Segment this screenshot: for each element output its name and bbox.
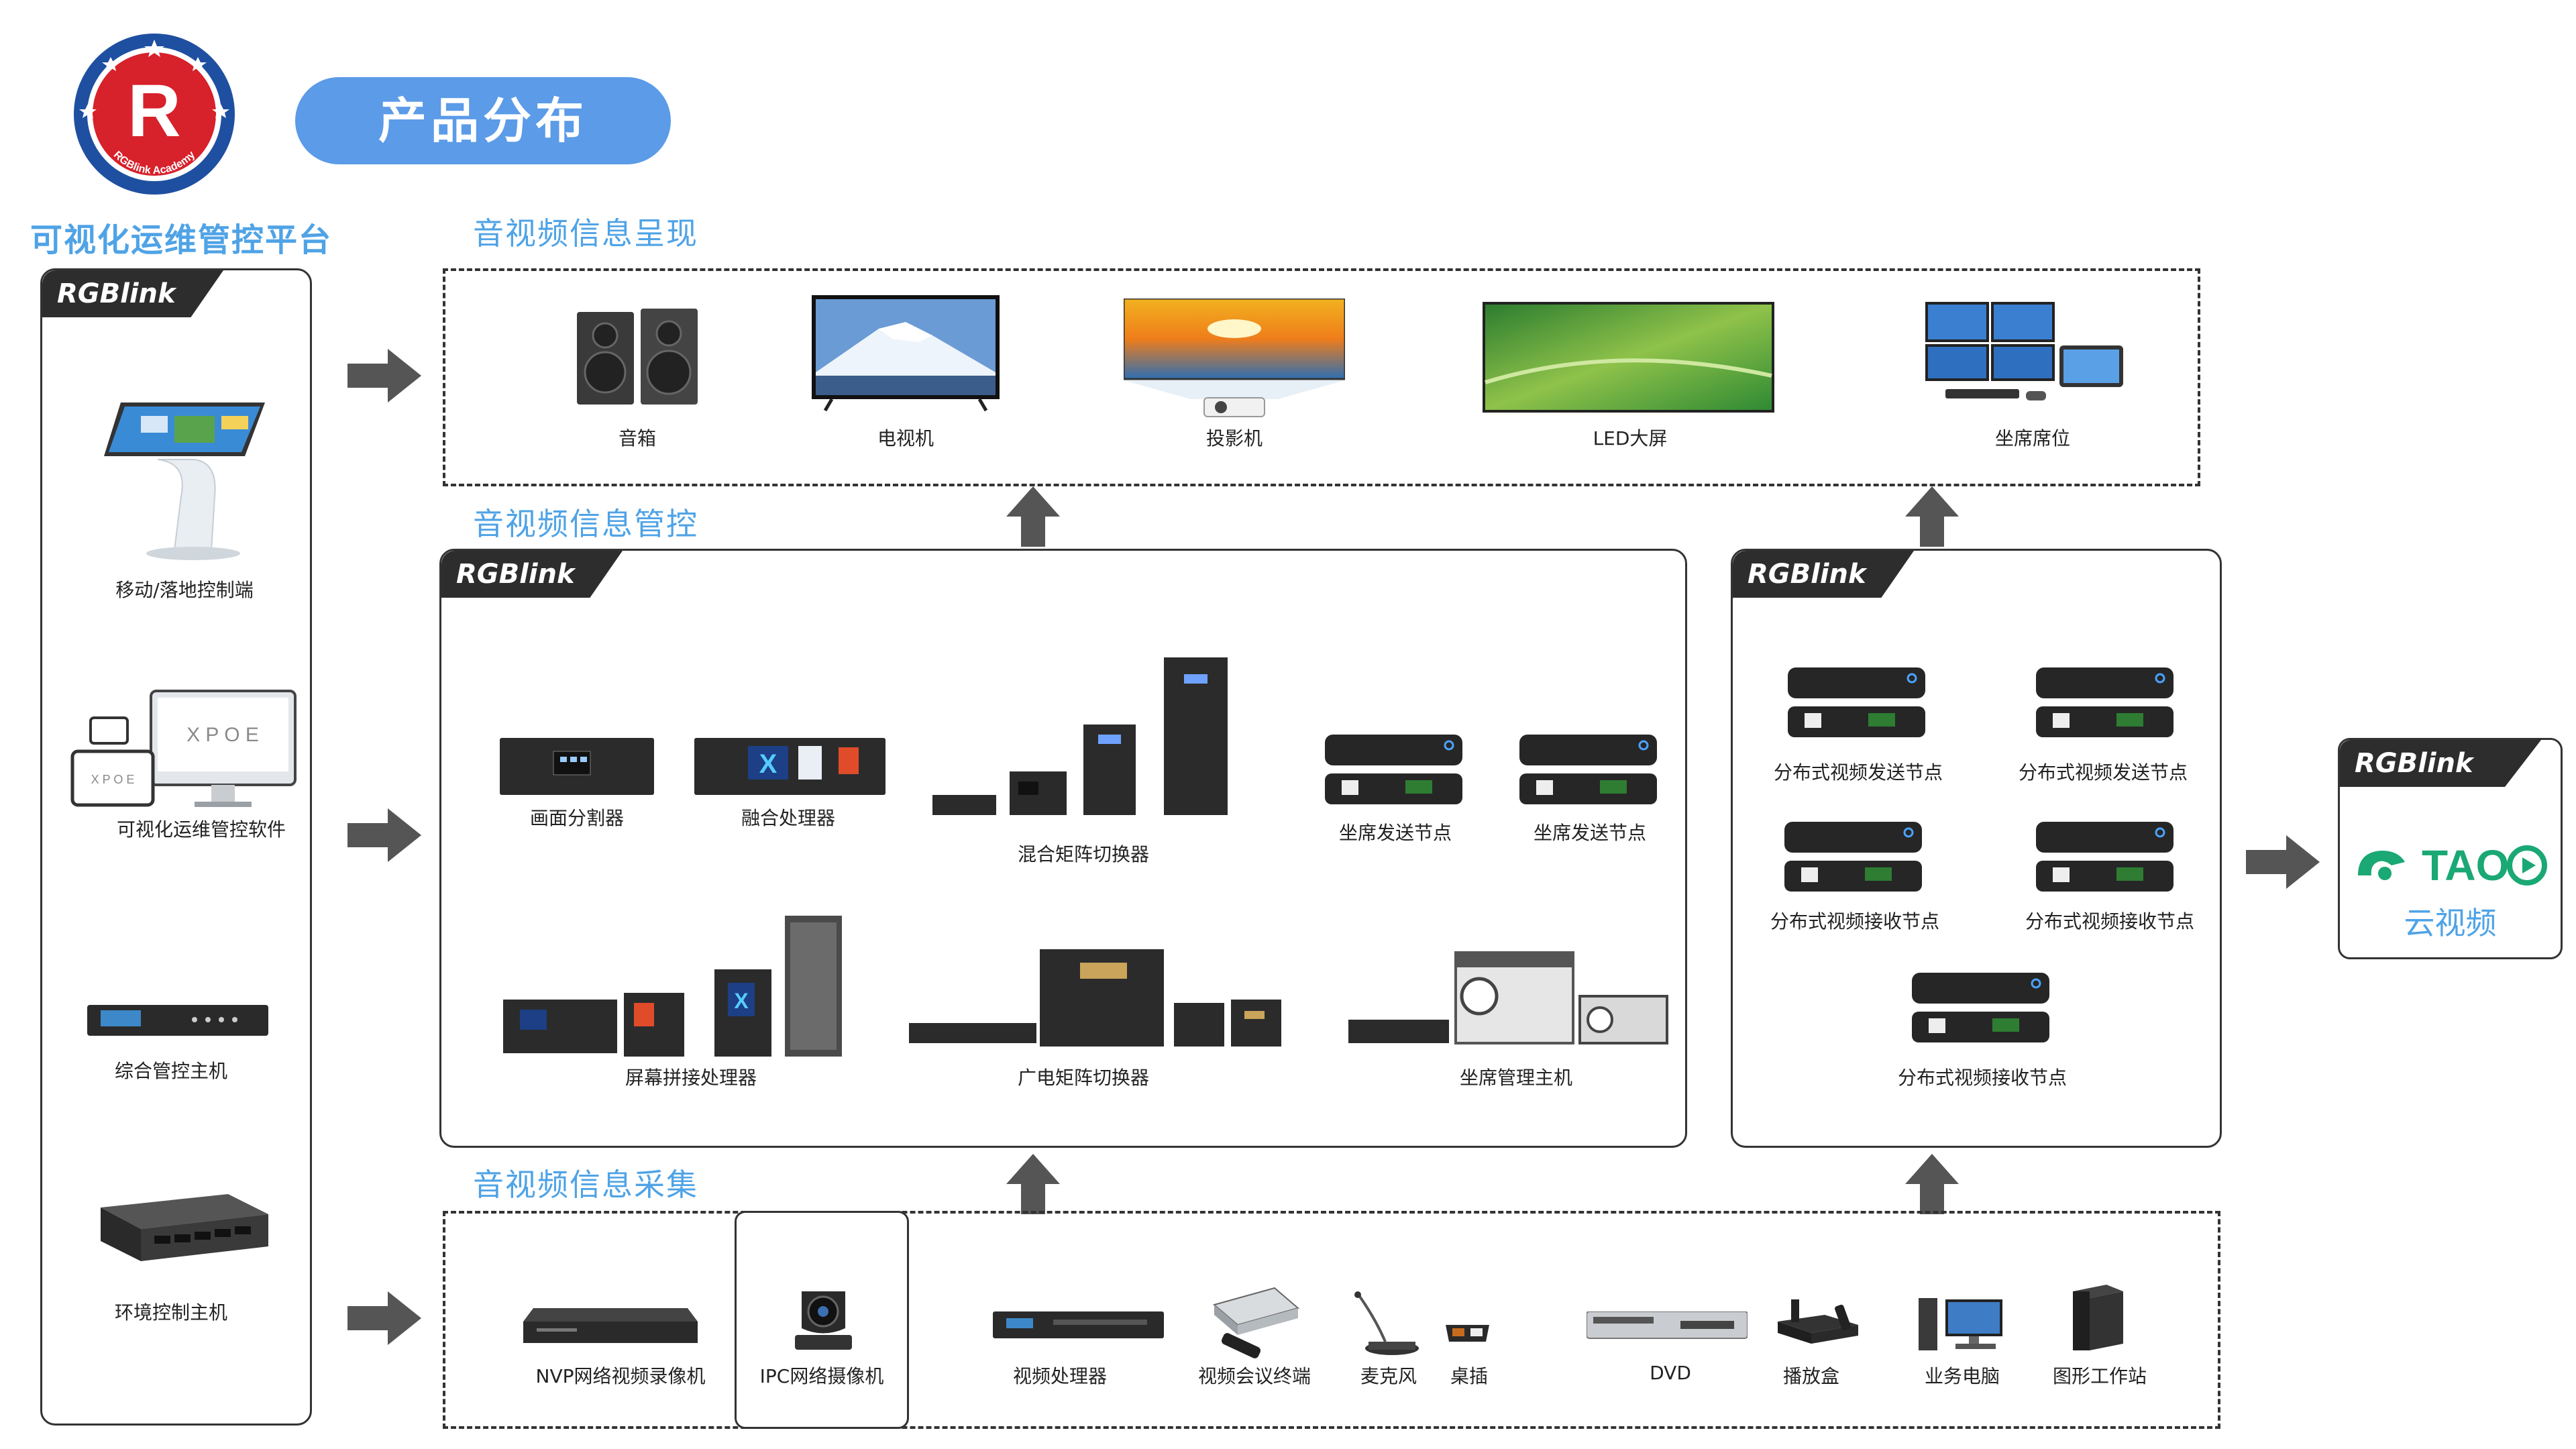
page-title: 产品分布	[378, 93, 588, 149]
item-label-desk-socket: 桌插	[1450, 1365, 1488, 1387]
item-label-microphone: 麦克风	[1360, 1365, 1417, 1387]
desk-socket-icon	[1442, 1318, 1493, 1345]
svg-text:X P O E: X P O E	[91, 773, 135, 786]
control-brand-tab: RGBlink	[441, 551, 623, 598]
logo-letter: R	[127, 70, 180, 152]
section-title-presentation: 音视频信息呈现	[473, 215, 698, 252]
item-label-seat-tx-1: 坐席发送节点	[1338, 822, 1452, 844]
item-label-ipc: IPC网络摄像机	[759, 1365, 884, 1387]
tao-brand-text: TAO	[2422, 841, 2509, 890]
cloud-label: 云视频	[2404, 905, 2497, 941]
page-title-badge	[295, 77, 671, 164]
arrow-up-icon	[1905, 486, 1959, 547]
rgblink-academy-logo: R RGBlink Academy	[70, 30, 238, 198]
distributed-rx-node-icon	[2036, 822, 2174, 896]
distributed-rx-node-icon	[1912, 973, 2049, 1046]
arrow-up-icon	[1006, 1154, 1060, 1214]
projector-icon	[1122, 297, 1346, 419]
item-label-fusion: 融合处理器	[741, 807, 835, 829]
arrow-right-icon	[2246, 835, 2320, 889]
dvd-player-icon	[1586, 1311, 1748, 1342]
item-label-wall-processor: 屏幕拼接处理器	[625, 1067, 757, 1089]
item-label-dist-rx-2: 分布式视频接收节点	[2025, 910, 2194, 932]
arrow-up-icon	[1905, 1154, 1959, 1214]
item-label-projector: 投影机	[1205, 427, 1263, 449]
platform-title: 可视化运维管控平台	[30, 221, 333, 259]
business-pc-icon	[1919, 1298, 2006, 1352]
set-top-box-icon	[1774, 1298, 1862, 1348]
microphone-icon	[1348, 1291, 1422, 1358]
devices-icon: X P O E X P O E	[67, 684, 302, 818]
video-conference-icon	[1201, 1285, 1301, 1362]
sidebar-brand-tab: RGBlink	[42, 270, 223, 317]
video-wall-processor-icon: X	[503, 912, 845, 1060]
tao-logo-icon: TAO	[2351, 839, 2553, 892]
rack-unit-icon	[87, 1000, 268, 1040]
broadcast-matrix-icon	[909, 949, 1285, 1050]
distributed-tx-node-icon	[1788, 667, 1925, 741]
arrow-right-icon	[347, 1291, 421, 1345]
cloud-brand-tab: RGBlink	[2340, 740, 2541, 787]
distributed-brand-tab: RGBlink	[1733, 551, 1914, 598]
video-processor-icon	[993, 1311, 1164, 1342]
section-title-capture: 音视频信息采集	[473, 1167, 698, 1203]
seat-workstation-icon	[1919, 299, 2127, 406]
seat-tx-node-icon	[1325, 735, 1462, 808]
item-label-seat: 坐席席位	[1994, 427, 2070, 449]
item-label-seat-tx-2: 坐席发送节点	[1533, 822, 1646, 844]
fusion-processor-icon: X	[694, 738, 885, 795]
item-label-dist-rx-1: 分布式视频接收节点	[1770, 910, 1939, 932]
item-label-dist-tx-2: 分布式视频发送节点	[2018, 761, 2188, 784]
item-label-splitter: 画面分割器	[529, 807, 624, 829]
speaker-icon	[574, 305, 701, 406]
item-label-video-conference: 视频会议终端	[1197, 1365, 1311, 1387]
svg-text:X P O E: X P O E	[186, 724, 259, 746]
sidebar-item-label-mobile: 移动/落地控制端	[115, 579, 254, 601]
distributed-tx-node-icon	[2036, 667, 2174, 741]
item-label-tv: 电视机	[877, 427, 934, 449]
kiosk-icon	[101, 396, 268, 564]
item-label-broadcast-matrix: 广电矩阵切换器	[1017, 1067, 1149, 1089]
seat-tx-node-icon	[1519, 735, 1657, 808]
seat-manager-host-icon	[1348, 946, 1670, 1046]
item-label-led: LED大屏	[1593, 427, 1668, 449]
sidebar-item-label-env: 环境控制主机	[114, 1301, 227, 1324]
distributed-rx-node-icon	[1784, 822, 1922, 896]
ip-camera-icon	[792, 1281, 855, 1352]
svg-text:X: X	[759, 749, 777, 779]
item-label-set-top-box: 播放盒	[1782, 1365, 1839, 1387]
item-label-speaker: 音箱	[618, 427, 656, 449]
hybrid-matrix-icon	[932, 654, 1231, 822]
control-host-icon	[94, 1187, 275, 1268]
svg-text:X: X	[734, 989, 749, 1013]
arrow-right-icon	[347, 349, 421, 402]
presentation-box	[443, 268, 2200, 486]
sidebar-item-label-host: 综合管控主机	[114, 1060, 227, 1082]
tv-icon	[812, 295, 1000, 413]
item-label-dvd: DVD	[1650, 1362, 1691, 1384]
led-wall-icon	[1483, 302, 1774, 413]
graphics-workstation-icon	[2070, 1285, 2127, 1352]
item-label-graphics-workstation: 图形工作站	[2052, 1365, 2147, 1387]
arrow-right-icon	[347, 808, 421, 862]
item-label-dist-tx-1: 分布式视频发送节点	[1773, 761, 1943, 784]
item-label-seat-manager: 坐席管理主机	[1459, 1067, 1572, 1089]
section-title-control: 音视频信息管控	[473, 506, 698, 542]
item-label-nvr: NVP网络视频录像机	[535, 1365, 706, 1387]
nvr-icon	[523, 1308, 698, 1345]
item-label-dist-rx-3: 分布式视频接收节点	[1897, 1067, 2067, 1089]
capture-box	[443, 1211, 2220, 1429]
item-label-business-pc: 业务电脑	[1924, 1365, 2000, 1387]
screen-splitter-icon	[500, 738, 654, 798]
sidebar-item-label-software: 可视化运维管控软件	[116, 818, 286, 841]
item-label-video-processor: 视频处理器	[1012, 1365, 1107, 1387]
item-label-hybrid-matrix: 混合矩阵切换器	[1017, 843, 1149, 865]
arrow-up-icon	[1006, 486, 1060, 547]
